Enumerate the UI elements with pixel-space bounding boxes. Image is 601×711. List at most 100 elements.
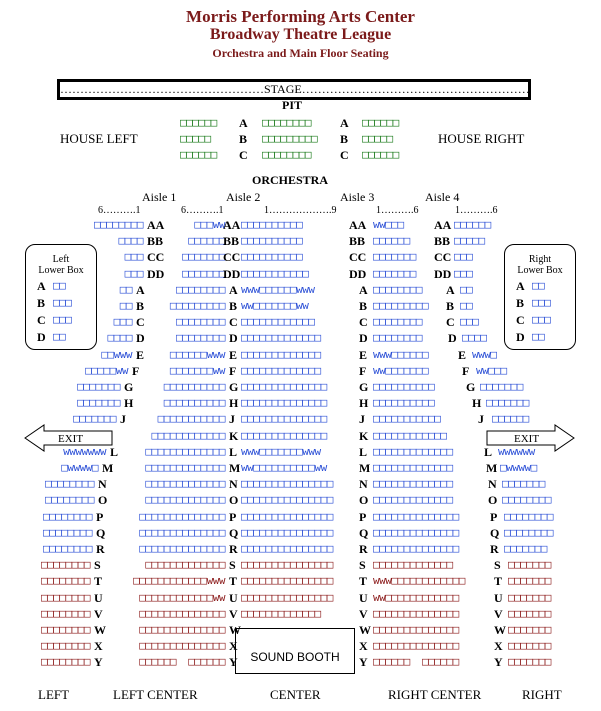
sound-booth-label: SOUND BOOTH	[250, 650, 340, 664]
section-left-center: LEFT CENTER	[113, 687, 198, 702]
row-label: N	[229, 477, 238, 492]
row-label: P	[229, 509, 237, 524]
row-label: K	[229, 428, 239, 443]
seats-right-center: □□□□□□□□□□□□□□	[373, 606, 459, 620]
seats-right-center: □□□□□□□□□□□	[373, 412, 441, 426]
row-label: DD	[223, 266, 241, 281]
seats-right: □□□□□□□	[508, 639, 551, 653]
seats-left: □□	[119, 282, 133, 296]
row-label: M	[359, 461, 371, 475]
seats-right-center: □□□□□□□□	[373, 315, 422, 329]
seats-center: □□□□□□□□□□□□□□□	[241, 542, 333, 555]
seats-center: □□□□□□□□□□□□□□	[241, 396, 327, 410]
row-label: O	[359, 493, 369, 508]
seats-right: □□□□□□	[454, 218, 491, 231]
row-label: R	[229, 542, 238, 556]
seat-numbers-right: 1……….6	[455, 205, 498, 216]
seats-left-center: □□□□□□□□□□□□	[151, 428, 226, 442]
row-label: T	[229, 574, 238, 589]
stage: ……………………………………………STAGE…………………………………………………	[57, 79, 531, 100]
left-box-title: Left Lower Box	[38, 254, 84, 276]
seats-center: □□□□□□□□□□□□□□□	[241, 525, 333, 539]
seats-left-center: □□□□□□□□□□□□□	[145, 444, 225, 458]
seats-right: wwwwww	[498, 444, 535, 458]
row-label: E	[359, 347, 368, 362]
box-row-label: A	[37, 279, 46, 293]
row-label: V	[94, 606, 103, 621]
house-left-label: HOUSE LEFT	[60, 131, 138, 146]
seats-left-center: □□□□□□□□□□□	[157, 412, 226, 426]
seats-left: □□□□□□□□	[41, 606, 90, 620]
seats-right-center: www□□□□□□□□□□□□	[373, 574, 465, 588]
seats-left: □□□□	[118, 234, 144, 248]
seats-center: □□□□□□□□□□□□□□□	[241, 477, 333, 491]
row-label: B	[229, 299, 238, 313]
row-label: BB	[434, 234, 451, 249]
seats-left-center: □□□□□□□□□□□□□	[145, 493, 225, 507]
right-box-title: Right Lower Box	[517, 254, 563, 276]
seats-center: □□□□□□□□□□□□□□	[241, 380, 327, 393]
row-label: V	[494, 606, 503, 621]
row-label: T	[494, 574, 503, 589]
row-label: D	[229, 331, 238, 346]
pit-seats-right: □□□□□□	[362, 116, 399, 129]
seats-left-center: □□□ww	[194, 218, 225, 231]
seats-right-center: ww□□□	[373, 218, 404, 231]
seats-right-center: □□□□□□□□□□□□□□	[373, 623, 459, 636]
row-label: U	[94, 590, 103, 605]
row-label: B	[446, 299, 455, 313]
row-label: N	[488, 477, 497, 492]
row-label: J	[478, 412, 484, 427]
row-label: A	[229, 282, 238, 297]
orchestra-label: ORCHESTRA	[252, 173, 329, 187]
seats-left: □□□□□ww	[85, 363, 128, 377]
seats-left-center: □□□□□□□□□□□□□□	[139, 606, 225, 620]
pit-seats-right: □□□□□	[362, 132, 393, 145]
row-label: N	[359, 477, 368, 492]
pit-row-label: C	[239, 148, 248, 162]
aisle-1-label: Aisle 1	[142, 190, 177, 204]
row-label: Q	[359, 525, 369, 540]
seat-numbers-left-center: 6……….1	[181, 205, 224, 216]
box-row-label: D	[37, 330, 46, 344]
seats-right-center: □□□□□□□□□□□□□	[373, 461, 453, 474]
row-label: CC	[434, 250, 452, 265]
seats-center: □□□□□□□□□□□□□□□	[241, 493, 333, 507]
seats-left: □□□□□□□□	[43, 509, 92, 523]
box-row-label: B	[516, 296, 525, 310]
row-label: S	[229, 558, 236, 573]
row-label: P	[96, 509, 104, 524]
seats-left: □wwww□	[61, 461, 98, 474]
row-label: H	[472, 396, 482, 411]
row-label: C	[359, 315, 368, 330]
row-label: O	[98, 493, 108, 508]
seats-left: □□□□□□□	[77, 380, 120, 393]
row-label: T	[94, 574, 103, 589]
seats-center: □□□□□□□□□□□□□□□	[241, 590, 333, 604]
row-label: S	[359, 558, 366, 573]
row-label: W	[359, 623, 371, 637]
seats-right-center: □□□□□□□□□□	[373, 396, 435, 410]
row-label: A	[136, 282, 145, 297]
pit-seats-left: □□□□□	[180, 132, 211, 145]
row-label: Q	[229, 525, 239, 540]
seats-left-center: □□□□□□□□□□□□□	[145, 558, 225, 572]
seats-left: □□□□□□□□	[41, 623, 90, 636]
seats-right: www□	[472, 347, 497, 361]
box-row-label: C	[37, 313, 46, 327]
seats-right-center: □□□□□□□□□□□□	[373, 428, 447, 442]
row-label: W	[494, 623, 506, 637]
league-title: Broadway Theatre League	[209, 26, 392, 43]
seats-left-center: □□□□□□□□□□□□□□	[139, 542, 225, 555]
seats-center: □□□□□□□□□□□	[241, 266, 309, 280]
row-label: L	[359, 444, 368, 459]
row-label: Y	[94, 655, 103, 670]
seats-right-center: □□□□□□□□□□□□□	[373, 444, 453, 458]
exit-left-label: EXIT	[58, 433, 84, 445]
seats-center: ww□□□□□□□□□□ww	[241, 461, 327, 474]
row-label: Q	[96, 525, 106, 540]
seats-right-center: □□□□□□□□□□□□□	[373, 477, 453, 491]
seats-center: □□□□□□□□□□□□□	[241, 347, 321, 361]
row-label: C	[229, 315, 238, 330]
